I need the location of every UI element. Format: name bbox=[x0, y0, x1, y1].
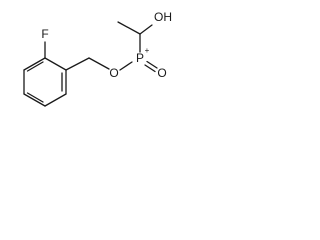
oxo-oxygen-atom: O bbox=[157, 66, 166, 80]
ring-bond bbox=[23, 57, 46, 71]
phosphorus-label: P bbox=[136, 51, 144, 65]
ring-bond bbox=[44, 57, 67, 71]
hydroxyl-group: OH bbox=[154, 10, 172, 24]
phosphorus-atom: P + bbox=[136, 46, 150, 65]
c-ch3-bond bbox=[117, 21, 141, 35]
ring-bond bbox=[23, 93, 46, 107]
oxo-oxygen-label: O bbox=[157, 66, 166, 80]
p-o-double-bond bbox=[146, 60, 158, 69]
ring-double-bond bbox=[26, 61, 44, 72]
fluorine-atom: F bbox=[41, 27, 48, 41]
hydroxyl-label: OH bbox=[154, 10, 172, 24]
structure-diagram: F O P + O OH bbox=[23, 10, 172, 107]
fluorine-label: F bbox=[41, 27, 48, 41]
o-p-bond bbox=[119, 61, 133, 71]
phosphorus-charge: + bbox=[145, 46, 150, 55]
ch2-o-bond bbox=[88, 57, 110, 70]
ether-oxygen-label: O bbox=[109, 66, 118, 80]
ether-oxygen-atom: O bbox=[109, 66, 118, 80]
benzene-ring bbox=[23, 57, 67, 107]
p-o-double-bond bbox=[144, 64, 156, 73]
ring-ch2-bond bbox=[65, 57, 90, 71]
c-oh-bond bbox=[139, 24, 153, 35]
ring-bond bbox=[44, 93, 67, 107]
ring-double-bond bbox=[26, 92, 44, 103]
